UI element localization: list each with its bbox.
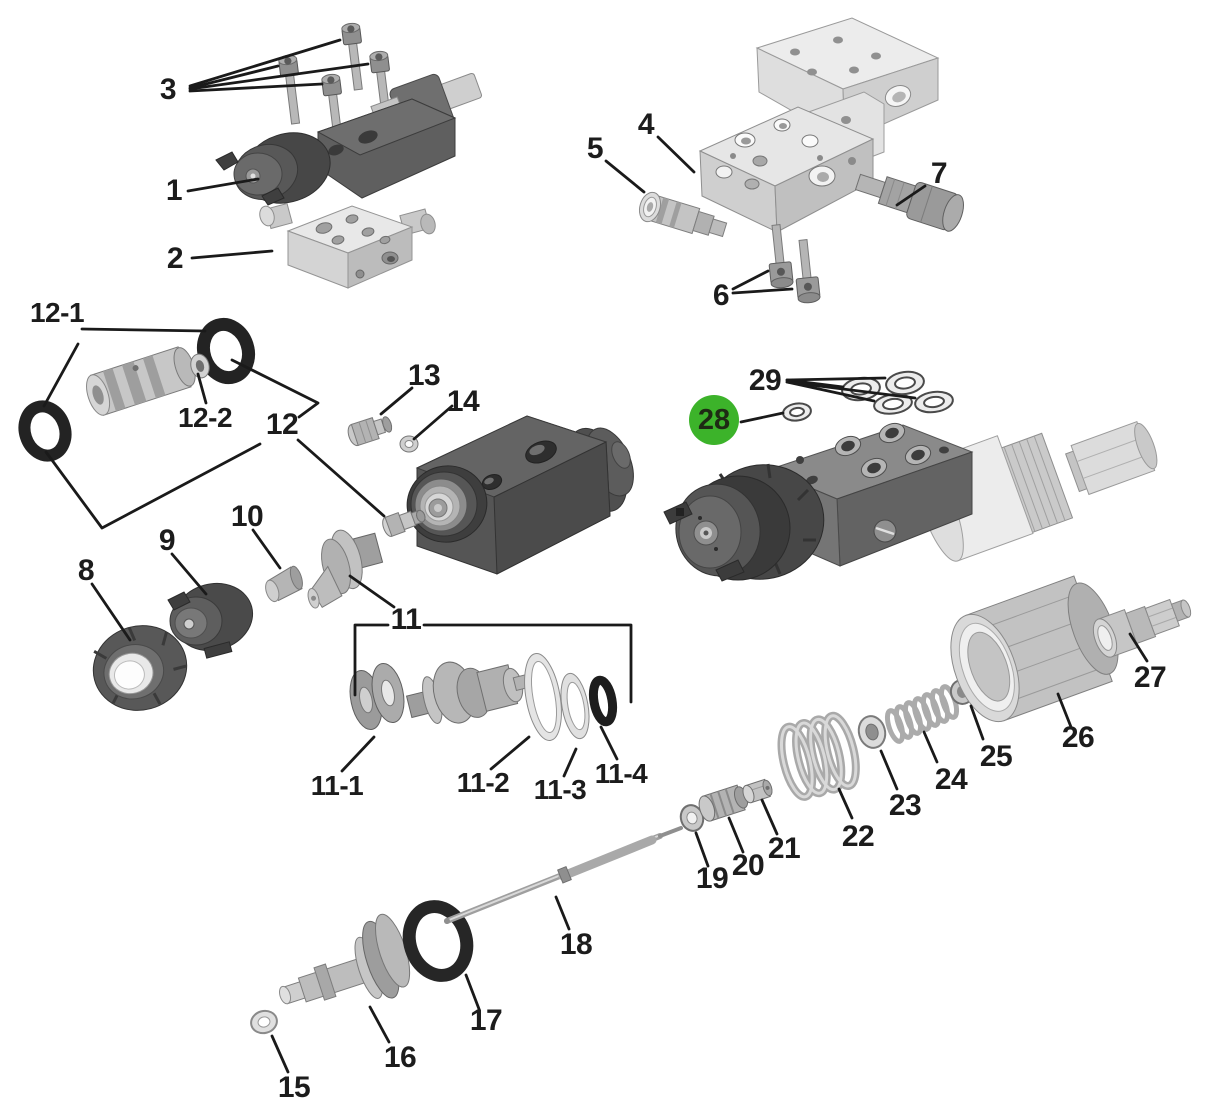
part-19-washer [679,804,705,832]
callout-11-3: 11-3 [533,774,587,805]
part-23-washer [857,715,887,749]
part-13-fitting [347,416,393,447]
part-7-fitting [854,173,964,232]
callout-16: 16 [383,1041,417,1074]
callout-11-4: 11-4 [594,758,648,789]
part-24-spring [884,684,960,744]
main-valve-assembly [663,420,1158,582]
callout-22: 22 [841,820,875,853]
part-8-ring-nut [92,625,188,711]
part-28-washer [782,402,812,422]
callout-28: 28 [697,403,731,436]
callout-2: 2 [166,242,184,275]
callout-25: 25 [979,740,1013,773]
callout-14: 14 [446,385,480,418]
part-5-fitting [638,191,728,238]
part-11-packing-set [349,653,618,741]
callout-4: 4 [637,108,655,141]
callout-20: 20 [731,849,765,882]
callout-21: 21 [767,832,801,865]
part-2-manifold-block [259,202,436,289]
callout-27: 27 [1133,661,1167,694]
callout-23: 23 [888,789,922,822]
part-3-screws [278,22,392,158]
callout-24: 24 [934,763,968,796]
callout-28-highlight-badge: 28 [689,395,739,445]
part-6-screws [768,224,821,304]
callout-13: 13 [407,359,441,392]
callout-18: 18 [559,928,593,961]
callout-7: 7 [930,157,948,190]
part-1-valve-gun [215,72,483,206]
callout-11: 11 [390,603,422,636]
callout-8: 8 [77,554,95,587]
part-21-nut [742,778,773,804]
callout-17: 17 [469,1004,503,1037]
part-10-nozzle-tip [265,565,303,603]
callout-19: 19 [695,862,729,895]
part-9-air-cap [167,582,254,659]
part-27-fitting [1092,598,1192,658]
callout-29: 29 [748,364,782,397]
callout-11-2: 11-2 [456,767,510,798]
part-22-spring [777,711,860,801]
fluid-nozzle-assembly [307,529,384,609]
part-12-plug [382,509,426,537]
callout-12: 12 [265,408,299,441]
callout-1: 1 [165,174,183,207]
part-4-manifold-group [698,17,940,233]
callout-3: 3 [159,73,177,106]
callout-15: 15 [277,1071,311,1104]
callout-6: 6 [712,279,730,312]
part-15-washer [250,1009,278,1035]
callout-10: 10 [230,500,264,533]
part-12-1-seal-kit [18,317,256,462]
part-18-needle-shaft [444,826,683,924]
callout-11-1: 11-1 [310,770,364,801]
callout-26: 26 [1061,721,1095,754]
part-29-washers [841,370,954,415]
part-17-o-ring [402,900,474,982]
callout-12-2: 12-2 [177,402,233,433]
part-16-piston [279,913,411,1005]
callout-9: 9 [158,524,176,557]
callout-12-1: 12-1 [29,297,85,328]
callout-5: 5 [586,132,604,165]
leader-lines [42,38,1149,1074]
center-valve-body [406,415,634,575]
